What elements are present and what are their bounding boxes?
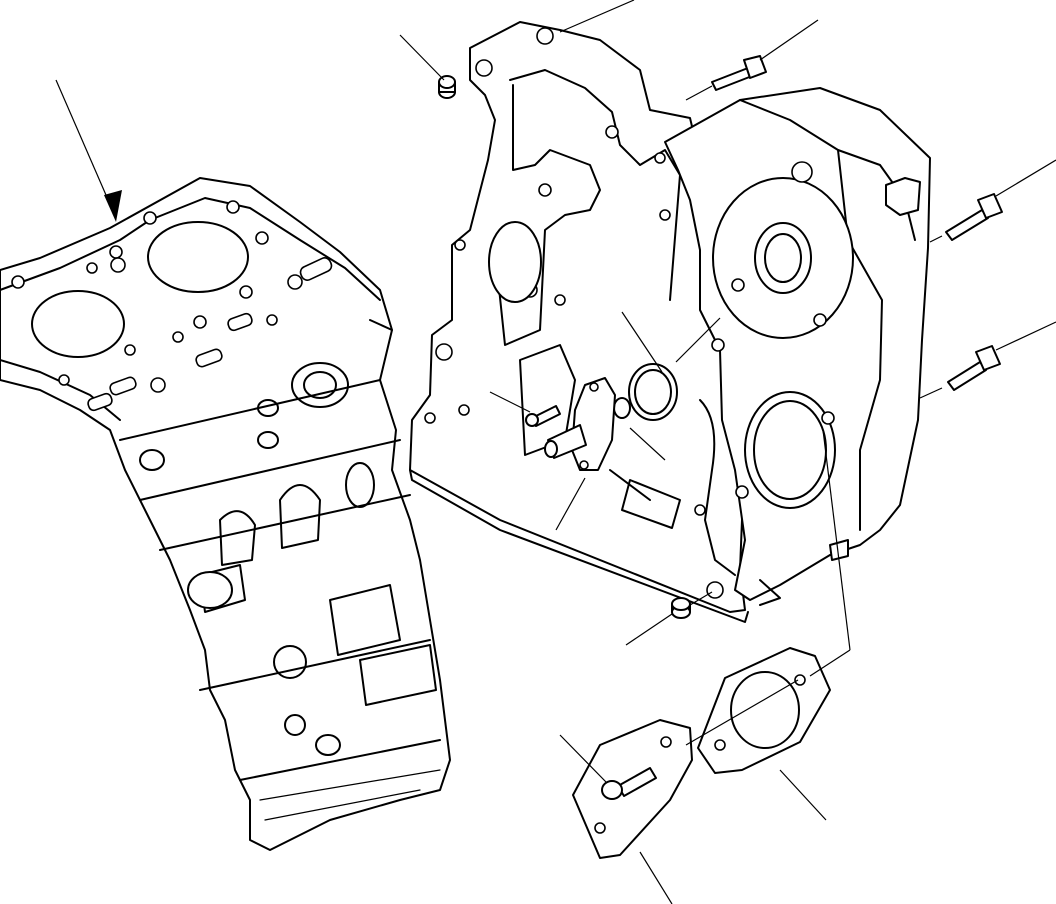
o-ring xyxy=(613,397,631,419)
dowel-pin-top xyxy=(438,75,456,99)
oil-seal xyxy=(628,363,678,421)
gasket xyxy=(697,647,831,774)
cover-bolt xyxy=(601,767,657,800)
tensioner-shaft xyxy=(544,377,616,471)
bolt-lower xyxy=(947,345,1001,391)
gear-case xyxy=(664,87,931,606)
cylinder-block xyxy=(0,177,451,851)
bolt-small-front xyxy=(525,405,561,427)
arrow-to-block xyxy=(55,79,122,222)
dowel-pin-bottom xyxy=(671,597,691,619)
leader-lines xyxy=(399,0,1056,904)
bolt-middle xyxy=(945,193,1003,241)
bolt-top xyxy=(711,55,767,91)
front-plate xyxy=(409,21,749,623)
gasket-holes xyxy=(11,200,333,412)
block-bosses xyxy=(139,362,437,756)
